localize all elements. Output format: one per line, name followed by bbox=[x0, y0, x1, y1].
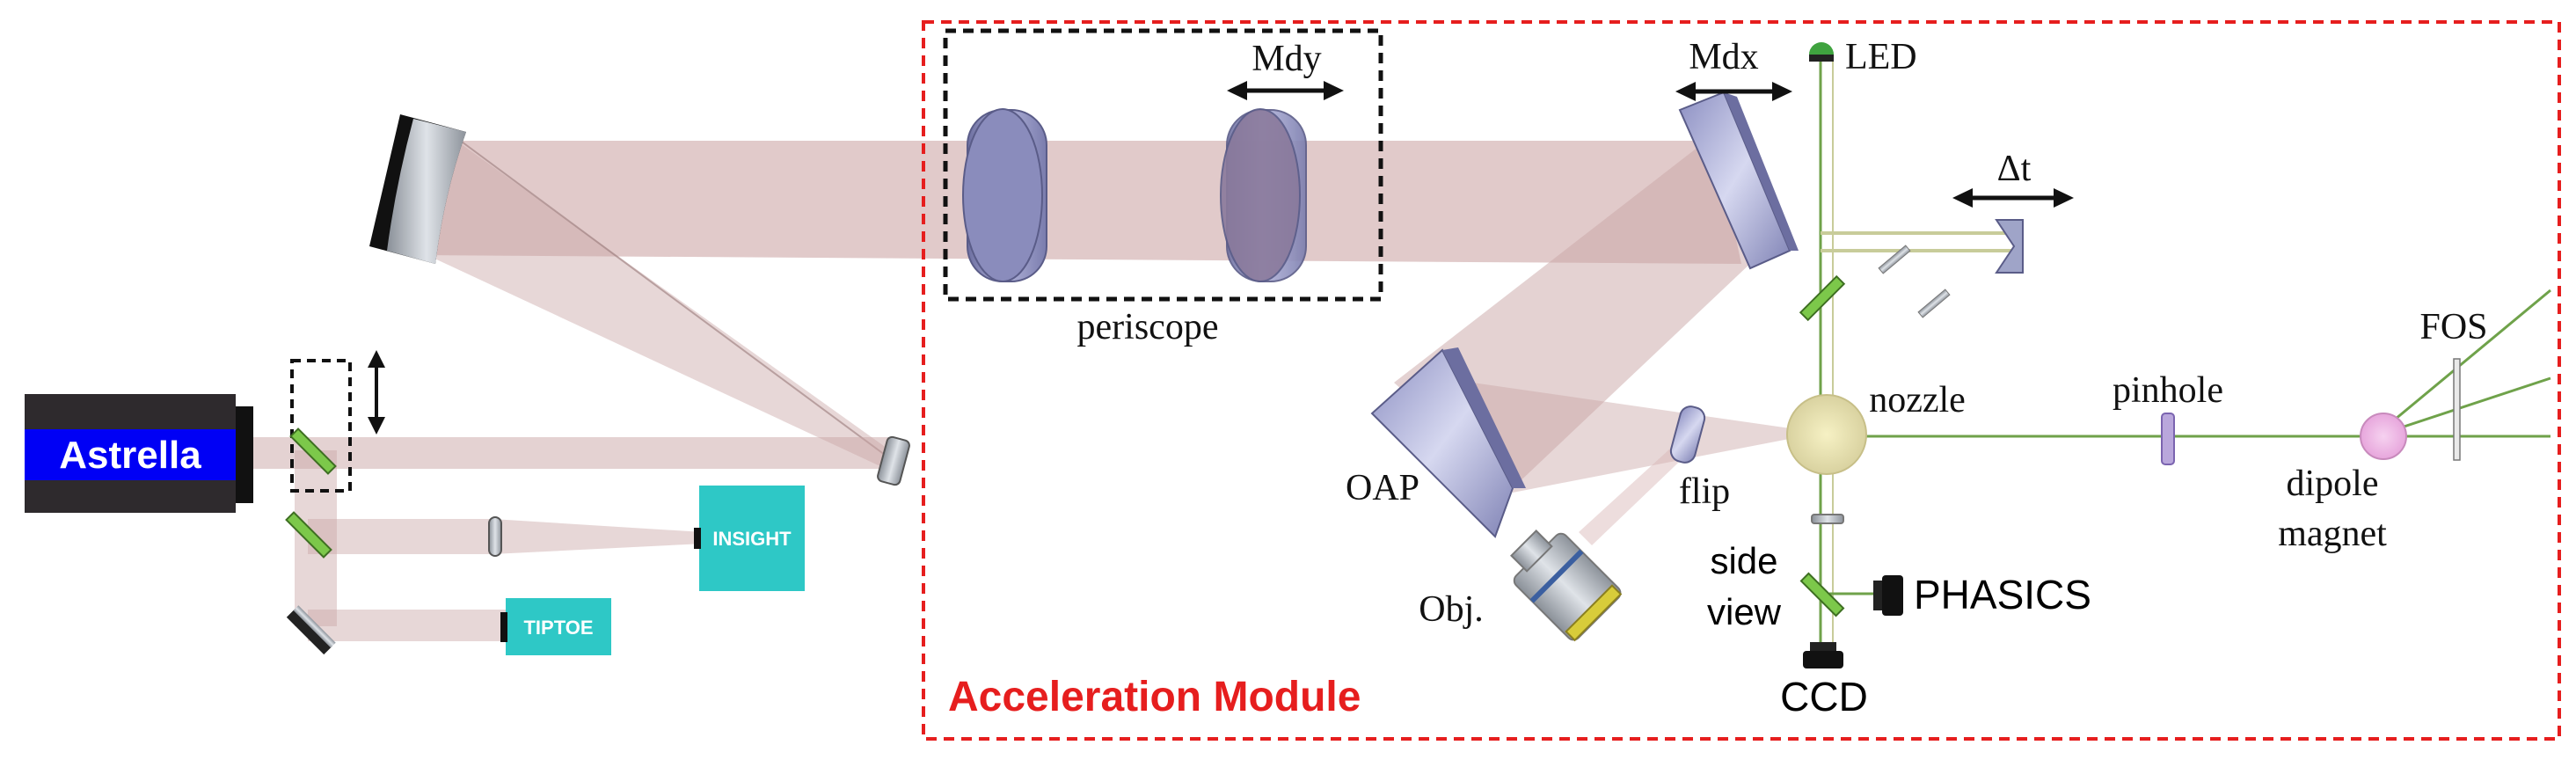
led-source bbox=[1809, 42, 1834, 62]
mdy-arrow-icon bbox=[1227, 81, 1344, 100]
delay-mirror-1 bbox=[1878, 245, 1911, 274]
oap-label: OAP bbox=[1346, 468, 1419, 508]
side-view-beamsplitter bbox=[1799, 572, 1845, 617]
nozzle bbox=[1786, 394, 1867, 475]
delay-retroreflector bbox=[1995, 219, 2024, 274]
acceleration-module-border bbox=[922, 20, 2561, 741]
astrella-laser: Astrella bbox=[25, 394, 253, 513]
probe-beamsplitter bbox=[1799, 274, 1846, 322]
acceleration-module-title: Acceleration Module bbox=[948, 674, 1361, 720]
beamsplitter-left-2 bbox=[285, 511, 332, 559]
vertical-arrow-icon bbox=[368, 350, 385, 435]
side-label: side bbox=[1710, 540, 1777, 581]
phasics-camera-icon bbox=[1873, 575, 1903, 616]
insight-diagnostic: INSIGHT bbox=[694, 486, 805, 591]
astrella-label: Astrella bbox=[59, 434, 201, 477]
beamsplitter-left-1 bbox=[289, 427, 337, 475]
fos-screen bbox=[2453, 358, 2461, 461]
view-label: view bbox=[1707, 591, 1782, 632]
tiptoe-diagnostic: TIPTOE bbox=[500, 598, 611, 655]
delay-label: Δt bbox=[1997, 149, 2032, 189]
oap-mirror bbox=[1370, 347, 1526, 538]
periscope-label: periscope bbox=[1077, 307, 1219, 347]
delay-mirror-2 bbox=[1917, 289, 1951, 318]
insight-lens bbox=[488, 516, 502, 557]
insertable-mirror-box bbox=[290, 359, 352, 493]
ccd-label: CCD bbox=[1780, 674, 1868, 720]
delay-arrow-icon bbox=[1952, 188, 2074, 208]
fos-label: FOS bbox=[2419, 307, 2487, 347]
objective-lens bbox=[1510, 530, 1623, 642]
ccd-camera-icon bbox=[1803, 642, 1843, 668]
probe-beam bbox=[1819, 60, 2551, 651]
magnet-label: magnet bbox=[2278, 514, 2387, 554]
periscope-box bbox=[943, 28, 1383, 302]
dipole-label: dipole bbox=[2287, 464, 2379, 504]
periscope-mirror-1 bbox=[962, 108, 1047, 282]
led-label: LED bbox=[1845, 37, 1917, 77]
main-laser-beam bbox=[246, 131, 1821, 641]
mdx-mirror bbox=[1678, 91, 1799, 270]
pinhole bbox=[2161, 413, 2175, 465]
dipole-magnet bbox=[2360, 413, 2407, 460]
mdy-label: Mdy bbox=[1252, 39, 1321, 79]
flip-mirror bbox=[1669, 405, 1706, 464]
curved-mirror bbox=[369, 114, 466, 264]
flip-label: flip bbox=[1679, 471, 1730, 512]
pinhole-label: pinhole bbox=[2113, 370, 2223, 411]
tiptoe-label: TIPTOE bbox=[523, 617, 593, 639]
mirror-left-bottom bbox=[286, 605, 336, 655]
periscope-mirror-2 bbox=[1220, 108, 1307, 282]
mdx-arrow-icon bbox=[1675, 82, 1792, 101]
phasics-label: PHASICS bbox=[1914, 572, 2091, 617]
nozzle-label: nozzle bbox=[1869, 380, 1966, 420]
fold-mirror bbox=[877, 435, 910, 486]
mdx-label: Mdx bbox=[1689, 37, 1758, 77]
side-view-lens bbox=[1811, 514, 1844, 524]
insight-label: INSIGHT bbox=[712, 528, 792, 550]
obj-label: Obj. bbox=[1419, 589, 1484, 630]
